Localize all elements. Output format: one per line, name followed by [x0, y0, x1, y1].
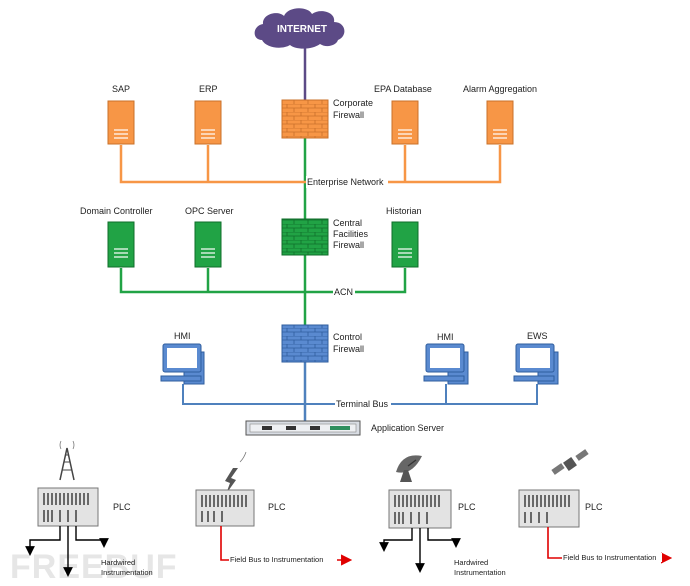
hardwired-label: Hardwired	[454, 558, 488, 567]
fieldbus-label: Field Bus to Instrumentation	[230, 555, 323, 564]
hardwired-label: Instrumentation	[101, 568, 153, 577]
server-label: EPA Database	[374, 84, 432, 94]
watermark: FREEBUF	[10, 548, 178, 586]
plc-dish: PLC Hardwired Instrumentation	[379, 455, 506, 577]
central-facilities-firewall: Central Facilities Firewall	[281, 218, 369, 256]
server-label: Alarm Aggregation	[463, 84, 537, 94]
workstation-label: HMI	[174, 331, 191, 341]
server-label: SAP	[112, 84, 130, 94]
plc-module-slots	[43, 493, 89, 522]
corporate-firewall: Corporate Firewall	[281, 98, 373, 139]
satellite-dish-icon	[396, 455, 422, 482]
terminal-bus: Terminal Bus	[182, 384, 538, 410]
workstation-ews: EWS	[513, 331, 559, 385]
enterprise-network-label: Enterprise Network	[307, 177, 384, 187]
server-erp: ERP	[194, 84, 222, 145]
firewall-label: Corporate	[333, 98, 373, 108]
firewall-label: Facilities	[333, 229, 369, 239]
fieldbus-label: Field Bus to Instrumentation	[563, 553, 656, 562]
plc-label: PLC	[268, 502, 286, 512]
firewall-label: Control	[333, 332, 362, 342]
server-epa-database: EPA Database	[374, 84, 432, 145]
firewall-label: Central	[333, 218, 362, 228]
server-alarm-aggregation: Alarm Aggregation	[463, 84, 537, 145]
firewall-label: Firewall	[333, 240, 364, 250]
hardwired-label: Hardwired	[101, 558, 135, 567]
plc-satellite: PLC Field Bus to Instrumentation	[518, 449, 673, 564]
lightning-icon	[225, 451, 247, 494]
plc-module-slots	[201, 495, 247, 522]
server-domain-controller: Domain Controller	[80, 206, 153, 268]
server-label: Domain Controller	[80, 206, 153, 216]
plc-label: PLC	[585, 502, 603, 512]
plc-module-slots	[524, 495, 570, 523]
acn-network: ACN	[119, 268, 407, 298]
internet-label: INTERNET	[277, 24, 327, 35]
server-historian: Historian	[386, 206, 422, 268]
firewall-label: Firewall	[333, 110, 364, 120]
plc-label: PLC	[458, 502, 476, 512]
terminal-bus-label: Terminal Bus	[336, 399, 389, 409]
internet-cloud: INTERNET	[254, 8, 345, 49]
enterprise-network: Enterprise Network	[119, 145, 502, 188]
firewall-label: Firewall	[333, 344, 364, 354]
workstation-label: HMI	[437, 332, 454, 342]
acn-label: ACN	[334, 287, 353, 297]
application-server-label: Application Server	[371, 423, 444, 433]
server-opc: OPC Server	[185, 206, 234, 268]
hardwired-label: Instrumentation	[454, 568, 506, 577]
plc-label: PLC	[113, 502, 131, 512]
plc-module-slots	[394, 495, 440, 524]
plc-wireless: PLC Field Bus to Instrumentation	[195, 451, 353, 566]
server-label: OPC Server	[185, 206, 234, 216]
plc-tower: PLC Hardwired Instrumentation	[25, 440, 153, 577]
workstation-hmi-right: HMI	[423, 332, 469, 385]
application-server: Application Server	[245, 420, 444, 436]
control-firewall: Control Firewall	[281, 324, 364, 363]
server-sap: SAP	[107, 84, 135, 145]
server-label: ERP	[199, 84, 218, 94]
workstation-label: EWS	[527, 331, 548, 341]
workstation-hmi-left: HMI	[160, 331, 205, 385]
satellite-icon	[551, 449, 589, 475]
server-label: Historian	[386, 206, 422, 216]
radio-tower-icon	[59, 440, 75, 481]
